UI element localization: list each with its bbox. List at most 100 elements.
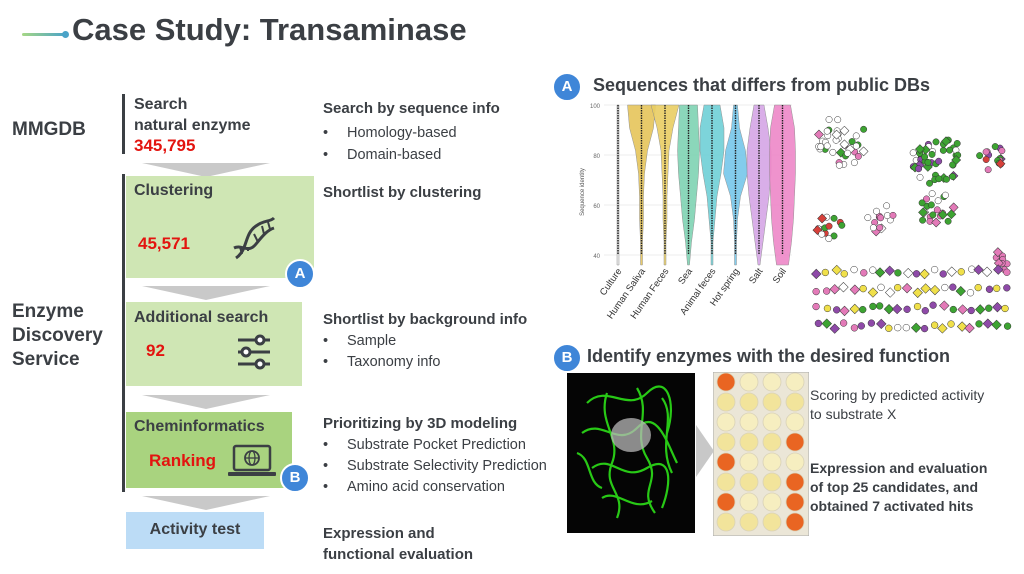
additional-search-title: Additional search (134, 309, 269, 326)
laptop-globe-icon (228, 444, 276, 476)
plate-well (739, 412, 759, 432)
network-node (817, 143, 825, 151)
network-node (833, 306, 841, 314)
network-node (926, 217, 934, 225)
network-node (811, 268, 822, 280)
network-node (939, 270, 947, 278)
network-node (821, 268, 829, 277)
plate-well (762, 512, 782, 532)
description-clustering: Shortlist by clustering (323, 184, 482, 201)
network-node (867, 319, 876, 327)
plate-well (785, 392, 805, 412)
plate-well-hit (785, 472, 805, 492)
network-node (840, 270, 848, 278)
network-node (985, 285, 994, 293)
network-node (848, 138, 856, 146)
network-node (821, 318, 832, 329)
network-node (941, 191, 949, 199)
clustering-count: 45,571 (138, 234, 190, 253)
network-node (921, 153, 929, 161)
network-node (992, 302, 1003, 313)
network-node (928, 150, 936, 158)
network-node (955, 285, 966, 297)
dna-icon (233, 216, 276, 260)
network-node (838, 221, 846, 229)
network-node (834, 116, 842, 124)
network-node (929, 301, 937, 309)
cheminformatics-badge: B (280, 463, 310, 493)
network-node (860, 125, 868, 133)
network-node (869, 302, 877, 311)
network-node (894, 283, 902, 292)
network-node (831, 129, 842, 140)
network-node (883, 304, 895, 315)
network-node (964, 322, 975, 334)
y-tick-label: 40 (593, 254, 600, 260)
cheminformatics-title: Cheminformatics (134, 418, 265, 435)
network-node (920, 283, 931, 294)
plate-well (785, 372, 805, 392)
section-b-arrow (696, 425, 714, 477)
sliders-icon (238, 334, 270, 370)
plate-well (762, 412, 782, 432)
network-node (981, 266, 993, 277)
y-tick-label: 60 (593, 204, 600, 210)
network-node (939, 146, 947, 154)
network-node (912, 270, 921, 278)
network-node (918, 199, 926, 207)
network-node (909, 149, 917, 157)
network-node (818, 230, 826, 238)
network-node (1003, 284, 1011, 292)
description-expression: Expression and functional evaluation (323, 525, 474, 563)
network-node (947, 320, 955, 328)
network-node (930, 265, 939, 274)
network-node (991, 143, 999, 151)
clustering-stage (126, 176, 314, 278)
plate-well-hit (716, 492, 736, 512)
network-node (931, 217, 942, 228)
clustering-title: Clustering (134, 182, 214, 199)
network-node (920, 324, 929, 333)
network-node (829, 148, 837, 156)
network-node (839, 139, 850, 150)
flow-arrow-2 (142, 286, 270, 300)
network-node (839, 319, 848, 327)
network-node (864, 214, 872, 222)
network-node (877, 283, 885, 292)
network-node (956, 321, 968, 332)
plate-well (762, 452, 782, 472)
x-tick-label: Sea (676, 266, 695, 287)
protein-structure-image (567, 373, 695, 533)
plate-well (739, 372, 759, 392)
plate-well (739, 492, 759, 512)
network-node (982, 148, 990, 156)
network-node (966, 289, 975, 297)
network-node (920, 144, 931, 155)
network-node (850, 265, 858, 274)
network-node (984, 166, 992, 174)
network-node (869, 224, 877, 232)
network-node (941, 136, 951, 147)
network-node (874, 267, 886, 278)
network-node (903, 305, 911, 313)
network-node (928, 190, 936, 198)
network-node (946, 146, 954, 154)
page-title: Case Study: Transaminase (72, 12, 467, 47)
network-node (860, 269, 868, 277)
network-node (825, 116, 833, 123)
network-node (889, 211, 897, 219)
network-node (850, 159, 858, 167)
network-node (949, 173, 957, 180)
network-node (944, 217, 952, 225)
network-node (921, 307, 929, 315)
plate-well-hit (716, 452, 736, 472)
x-tick-label: Salt (747, 266, 766, 286)
network-node (873, 207, 880, 215)
network-node (943, 175, 950, 183)
network-node (812, 302, 820, 311)
network-node (844, 149, 852, 157)
network-node (838, 281, 849, 293)
network-node (993, 284, 1001, 293)
network-node (976, 152, 984, 160)
